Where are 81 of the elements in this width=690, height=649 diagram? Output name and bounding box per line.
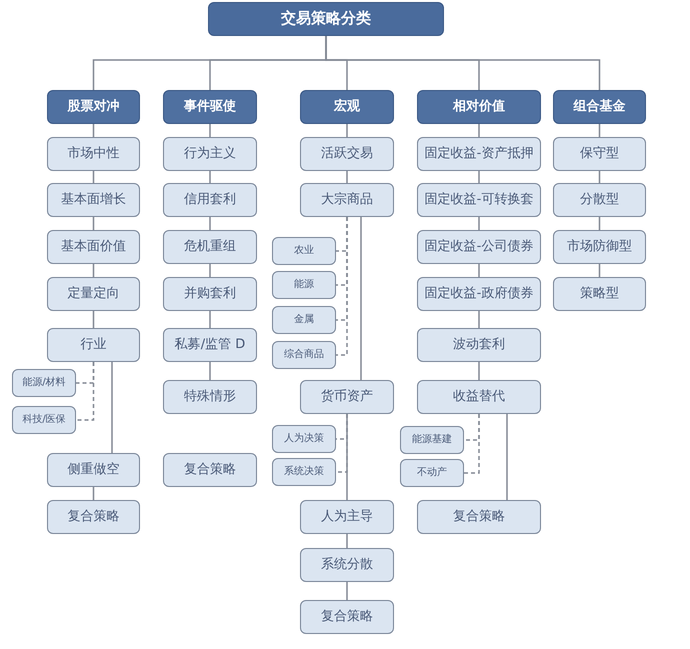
strategy-box: 复合策略 <box>300 600 394 634</box>
strategy-box: 固定收益-政府债券 <box>417 277 541 311</box>
strategy-box: 特殊情形 <box>163 380 257 414</box>
strategy-box: 并购套利 <box>163 277 257 311</box>
title-box: 交易策略分类 <box>208 2 444 36</box>
connector-line <box>478 217 480 230</box>
connector-line <box>598 217 600 230</box>
strategy-box: 行业 <box>47 328 140 362</box>
connector-line <box>346 582 348 600</box>
connector-line <box>92 487 94 500</box>
dashed-connector <box>464 414 480 474</box>
dashed-connector <box>336 217 348 356</box>
strategy-box: 固定收益-公司债券 <box>417 230 541 264</box>
strategy-box: 活跃交易 <box>300 137 394 171</box>
category-box: 宏观 <box>300 90 394 124</box>
strategy-box: 策略型 <box>553 277 646 311</box>
sub-strategy-box: 系统决策 <box>272 458 336 486</box>
connector-line <box>209 217 211 230</box>
strategy-box: 固定收益-资产抵押 <box>417 137 541 171</box>
strategy-box: 分散型 <box>553 183 646 217</box>
connector-line <box>346 171 348 183</box>
sub-strategy-box: 金属 <box>272 306 336 334</box>
connector-line <box>598 264 600 277</box>
category-box: 组合基金 <box>553 90 646 124</box>
connector-line <box>346 534 348 548</box>
strategy-box: 市场中性 <box>47 137 140 171</box>
dashed-connector <box>76 362 94 421</box>
strategy-box: 波动套利 <box>417 328 541 362</box>
strategy-box: 危机重组 <box>163 230 257 264</box>
strategy-box: 保守型 <box>553 137 646 171</box>
connector-line <box>92 311 94 328</box>
connector-line <box>92 171 94 183</box>
strategy-box: 人为主导 <box>300 500 394 534</box>
category-box: 事件驱使 <box>163 90 257 124</box>
connector-line <box>478 311 480 328</box>
connector-line <box>478 362 480 380</box>
strategy-box: 基本面价值 <box>47 230 140 264</box>
sub-strategy-box: 农业 <box>272 237 336 265</box>
strategy-box: 大宗商品 <box>300 183 394 217</box>
connector-line <box>346 124 348 137</box>
sub-strategy-box: 综合商品 <box>272 341 336 369</box>
strategy-box: 复合策略 <box>47 500 140 534</box>
connector-line <box>360 217 362 380</box>
strategy-box: 信用套利 <box>163 183 257 217</box>
sub-strategy-box: 能源 <box>272 271 336 299</box>
strategy-box: 复合策略 <box>163 453 257 487</box>
connector-line <box>209 311 211 328</box>
connector-line <box>209 264 211 277</box>
sub-strategy-box: 不动产 <box>400 459 464 487</box>
strategy-box: 货币资产 <box>300 380 394 414</box>
strategy-box: 私募/监管 D <box>163 328 257 362</box>
connector-line <box>346 414 348 500</box>
sub-strategy-box: 人为决策 <box>272 425 336 453</box>
connector-line <box>598 124 600 137</box>
sub-strategy-box: 能源基建 <box>400 426 464 454</box>
sub-strategy-box: 科技/医保 <box>12 406 76 434</box>
connector-line <box>478 264 480 277</box>
connector-line <box>209 362 211 380</box>
category-box: 股票对冲 <box>47 90 140 124</box>
connector-line <box>506 414 508 500</box>
strategy-box: 基本面增长 <box>47 183 140 217</box>
connector-line <box>92 124 94 137</box>
connector-line <box>92 217 94 230</box>
connector-line <box>478 171 480 183</box>
category-box: 相对价值 <box>417 90 541 124</box>
strategy-box: 固定收益-可转换套 <box>417 183 541 217</box>
connector-line <box>111 362 113 453</box>
strategy-box: 定量定向 <box>47 277 140 311</box>
connector-line <box>209 171 211 183</box>
sub-strategy-box: 能源/材料 <box>12 369 76 397</box>
connector-line <box>598 171 600 183</box>
connector-line <box>478 124 480 137</box>
connector-line <box>92 264 94 277</box>
strategy-box: 系统分散 <box>300 548 394 582</box>
strategy-box: 收益替代 <box>417 380 541 414</box>
connector-line <box>325 36 600 90</box>
strategy-box: 侧重做空 <box>47 453 140 487</box>
strategy-box: 市场防御型 <box>553 230 646 264</box>
connector-line <box>209 124 211 137</box>
strategy-box: 行为主义 <box>163 137 257 171</box>
strategy-box: 复合策略 <box>417 500 541 534</box>
